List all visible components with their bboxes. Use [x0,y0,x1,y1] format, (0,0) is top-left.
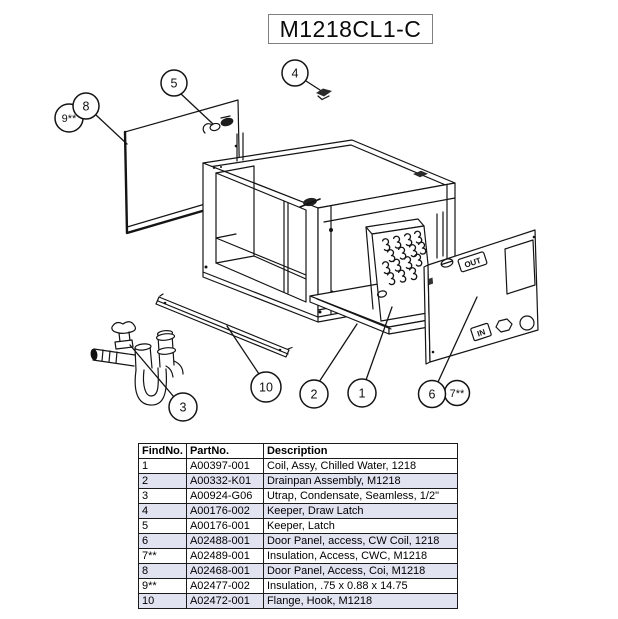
svg-text:10: 10 [259,381,273,395]
barbed-fitting [92,348,136,367]
callout-4: 4 [281,59,309,87]
keeper-draw-latch-part [316,88,332,101]
drawing-title: M1218CL1-C [279,15,422,42]
keeper-latch-part [202,115,234,134]
table-row: 6 A02488-001 Door Panel, access, CW Coil… [138,533,458,549]
svg-text:8: 8 [83,100,90,114]
flange-hook-strip [155,293,293,358]
table-row: 2 A00332-K01 Drainpan Assembly, M1218 [138,473,458,489]
svg-text:6: 6 [429,388,436,402]
table-header-row: FindNo. PartNo. Description [138,443,458,459]
svg-text:3: 3 [180,401,187,415]
svg-text:4: 4 [292,67,299,81]
table-row: 8 A02468-001 Door Panel, Access, Coi, M1… [138,563,458,579]
wing-nut [111,321,137,334]
svg-text:9**: 9** [62,113,77,125]
svg-text:7**: 7** [450,388,465,400]
latch-slot [428,277,434,285]
table-row: 9** A02477-002 Insulation, .75 x 0.88 x … [138,578,458,594]
table-row: 3 A00924-G06 Utrap, Condensate, Seamless… [138,488,458,504]
col-header-findno: FindNo. [138,443,187,459]
callout-1: 1 [347,378,377,408]
table-row: 5 A00176-001 Keeper, Latch [138,518,458,534]
col-header-description: Description [262,443,458,459]
out-label: OUT [457,251,488,273]
callout-7: 7** [443,379,471,407]
col-header-partno: PartNo. [185,443,264,459]
callout-3: 3 [168,392,198,422]
parts-table: FindNo. PartNo. Description 1 A00397-001… [138,443,458,609]
svg-text:5: 5 [171,77,178,91]
svg-text:2: 2 [311,388,318,402]
round-knockout [519,315,535,331]
door-panel-right: OUT IN [423,229,539,365]
drawing-title-box: M1218CL1-C [268,14,433,44]
svg-text:1: 1 [359,387,366,401]
in-text: IN [476,327,487,338]
hex-knockout [495,318,513,333]
callout-10: 10 [250,371,282,403]
callouts: 9** 8 5 4 10 2 1 7** [54,59,471,422]
callout-6: 6 [417,379,447,409]
top-keeper [413,170,428,178]
table-row: 7** A02489-001 Insulation, Access, CWC, … [138,548,458,564]
utrap [90,321,184,406]
callout-5: 5 [160,69,188,97]
in-label: IN [470,322,492,342]
callout-2: 2 [299,379,329,409]
cabinet-frame [202,132,456,323]
table-row: 10 A02472-001 Flange, Hook, M1218 [138,593,458,609]
table-row: 4 A00176-002 Keeper, Draw Latch [138,503,458,519]
callout-8: 8 [72,92,100,120]
coil-pipes [436,211,444,259]
u-bend [134,368,168,406]
table-row: 1 A00397-001 Coil, Assy, Chilled Water, … [138,458,458,474]
leader-lines [95,80,478,398]
